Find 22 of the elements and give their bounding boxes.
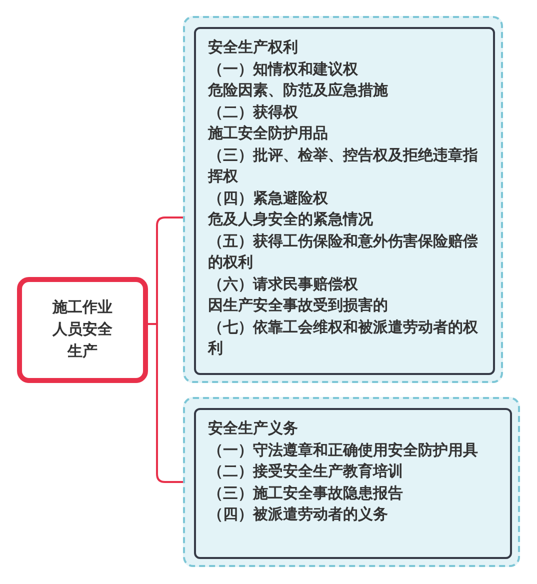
- item-text: 施工安全防护用品: [208, 124, 329, 144]
- item-text: （七）依靠工会维权和被派遣劳动者的权利: [208, 318, 479, 359]
- item-text: 危及人身安全的紧急情况: [208, 210, 374, 230]
- item-text: （二）接受安全生产教育培训: [208, 462, 404, 482]
- topic-text: 施工作业人员安全生产: [51, 298, 114, 362]
- heading-text: 安全生产权利: [208, 38, 299, 58]
- item-text: （四）被派遣劳动者的义务: [208, 505, 389, 525]
- item-text: （三）施工安全事故隐患报告: [208, 484, 404, 504]
- heading-text: 安全生产义务: [208, 419, 299, 439]
- group-frame: [183, 397, 520, 567]
- item-text: 危险因素、防范及应急措施: [208, 81, 389, 101]
- item-text: （一）守法遵章和正确使用安全防护用具: [208, 440, 479, 460]
- item-text: 因生产安全事故受到损害的: [208, 296, 389, 316]
- item-text: （三）批评、检举、控告权及拒绝违章指挥权: [208, 146, 479, 187]
- item-text: （四）紧急避险权: [208, 188, 329, 208]
- item-text: （二）获得权: [208, 102, 299, 122]
- item-text: （六）请求民事赔偿权: [208, 274, 359, 294]
- topic-box: [17, 277, 148, 383]
- connector-line: [148, 323, 183, 483]
- item-text: （五）获得工伤保险和意外伤害保险赔偿的权利: [208, 232, 479, 273]
- content-card: [194, 408, 512, 559]
- item-text: （一）知情权和建议权: [208, 60, 359, 80]
